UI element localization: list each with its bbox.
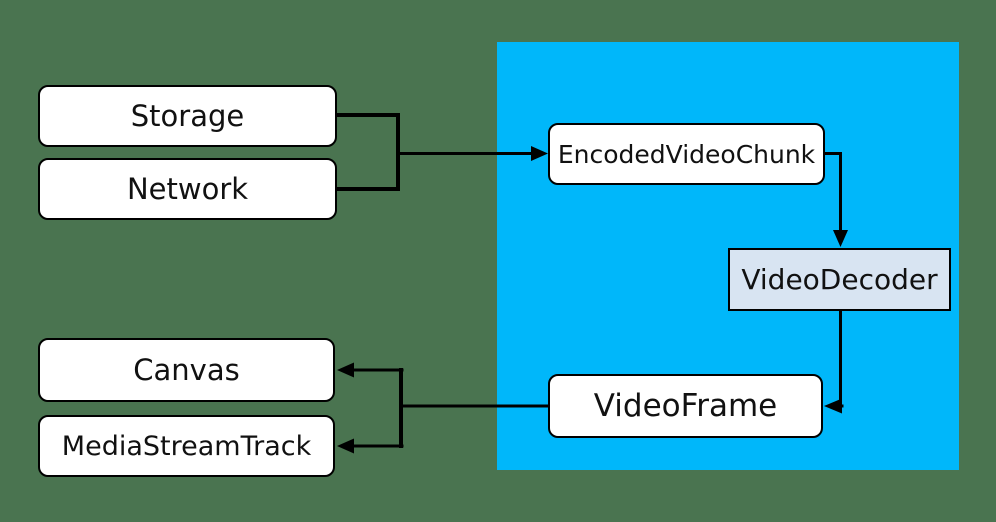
node-storage: Storage — [38, 85, 337, 147]
arrowhead-videodecoder — [833, 230, 848, 247]
node-video-frame-label: VideoFrame — [593, 388, 778, 424]
node-video-decoder-label: VideoDecoder — [741, 263, 938, 296]
arrowhead-mediastreamtrack — [337, 438, 354, 454]
node-canvas: Canvas — [38, 338, 335, 402]
node-media-stream-track-label: MediaStreamTrack — [61, 430, 312, 462]
arrowhead-encodedvideochunk — [531, 146, 548, 161]
node-network: Network — [38, 158, 337, 220]
node-encoded-video-chunk: EncodedVideoChunk — [548, 123, 825, 185]
node-encoded-video-chunk-label: EncodedVideoChunk — [557, 139, 816, 169]
node-network-label: Network — [126, 172, 249, 206]
node-storage-label: Storage — [130, 99, 245, 133]
edge-encodedvideochunk-videodecoder — [823, 152, 842, 233]
node-video-frame: VideoFrame — [548, 374, 823, 438]
node-canvas-label: Canvas — [133, 353, 240, 387]
arrowhead-canvas — [337, 362, 354, 378]
arrowhead-videoframe — [824, 398, 842, 414]
edge-videodecoder-videoframe — [839, 309, 844, 408]
node-video-decoder: VideoDecoder — [728, 248, 951, 311]
node-media-stream-track: MediaStreamTrack — [38, 415, 335, 477]
